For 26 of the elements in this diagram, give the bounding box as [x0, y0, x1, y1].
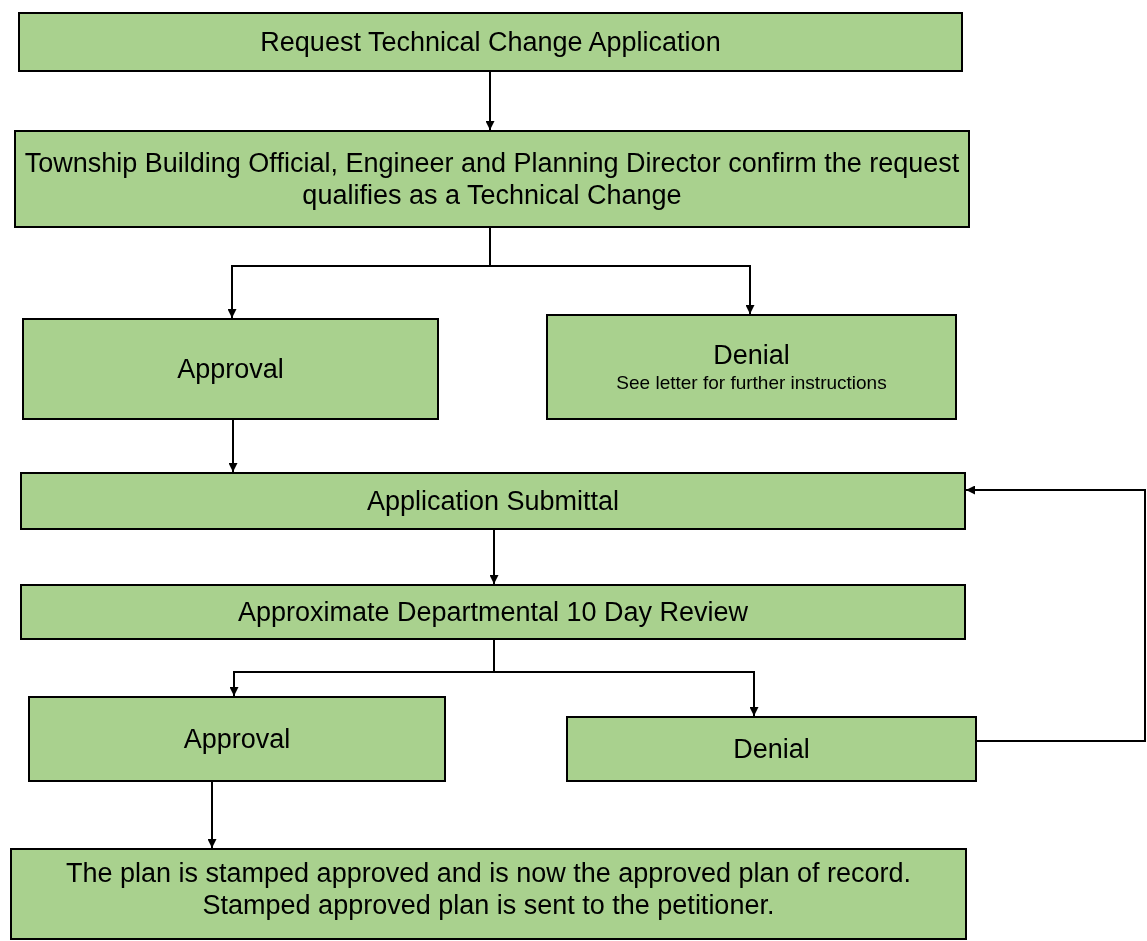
box-text: Request Technical Change Application [260, 25, 721, 59]
box-text: Approximate Departmental 10 Day Review [237, 595, 749, 629]
process-box [546, 314, 957, 420]
box-text: Denial [733, 732, 810, 766]
process-box [14, 130, 970, 228]
arrow [965, 485, 1146, 742]
arrow [489, 227, 755, 315]
box-text: Approval [183, 722, 291, 756]
process-box [22, 318, 439, 420]
process-box [18, 12, 963, 72]
box-text: Denial [713, 339, 790, 372]
process-box [10, 848, 967, 940]
arrow [493, 639, 759, 717]
box-note: See letter for further instructions [616, 371, 887, 395]
process-box [20, 472, 966, 530]
box-text: Township Building Official, Engineer and Planning Director confirm the request qualifies as a Technical Change [23, 146, 961, 212]
arrow [489, 529, 499, 585]
box-text: The plan is stamped approved and is now the approved plan of record. Stamped approved plan is sent to the petitioner. [65, 856, 912, 922]
process-box [20, 584, 966, 640]
arrow [485, 71, 495, 131]
process-box [28, 696, 446, 782]
arrow [228, 419, 238, 473]
box-text: Approval [177, 352, 284, 386]
arrow [207, 781, 217, 849]
box-text: Application Submittal [366, 484, 620, 518]
process-box [566, 716, 977, 782]
